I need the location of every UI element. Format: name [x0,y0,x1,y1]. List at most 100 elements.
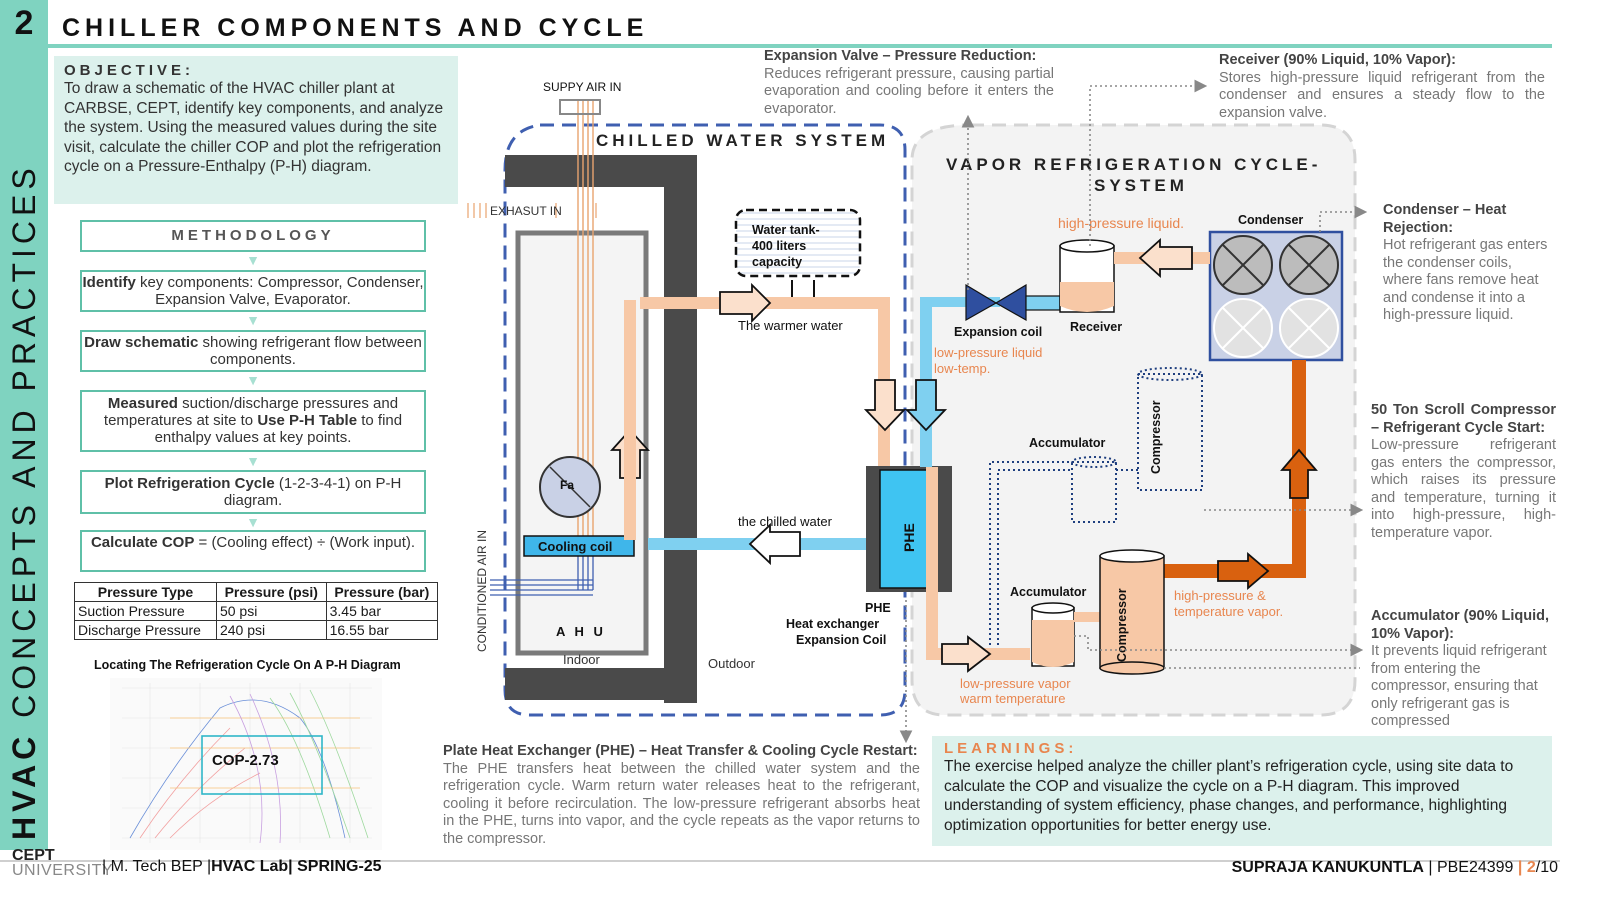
phe-heading: Plate Heat Exchanger (PHE) – Heat Transf… [443,743,918,759]
method-step-2-bold: Draw schematic [84,334,199,351]
method-step-1: Identify key components: Compressor, Con… [80,270,426,312]
method-step-5-bold: Calculate COP [90,534,195,551]
objective-panel: OBJECTIVE: To draw a schematic of the HV… [54,56,458,204]
footer-author-block: SUPRAJA KANUKUNTLA | PBE24399 | 2/10 [1231,859,1558,876]
table-cell: 240 psi [215,620,327,640]
low-pressure-vapor-label-1: low-pressure vapor [960,676,1071,691]
compressor-ghost-label: Compressor [1149,400,1163,474]
phe-label-1: PHE [865,601,891,615]
supply-air-duct [559,99,601,115]
warm-water-riser [624,300,636,540]
low-pressure-liquid-label-1: low-pressure liquid [934,345,1042,360]
learnings-text: The exercise helped analyze the chiller … [944,758,1514,834]
compressor-heading: 50 Ton Scroll Compressor – Refrigerant C… [1371,402,1556,436]
vapor-return-arrow-icon [941,635,992,673]
supply-air-label: SUPPY AIR IN [543,80,621,94]
title-divider [48,44,1552,48]
expansion-coil-label: Expansion coil [954,325,1042,339]
accumulator-ghost [1071,461,1117,523]
expansion-valve-note: Expansion Valve – Pressure Reduction:Red… [764,48,1054,118]
objective-text: To draw a schematic of the HVAC chiller … [64,80,444,175]
method-step-4: Plot Refrigeration Cycle (1-2-3-4-1) on … [80,470,426,514]
phe-text: The PHE transfers heat between the chill… [443,760,920,847]
water-tank-label-1: Water tank- [752,223,820,237]
water-tank-label-2: 400 liters [752,239,806,253]
learnings-panel: LEARNINGS: The exercise helped analyze t… [932,736,1552,846]
warmer-water-label: The warmer water [738,318,843,333]
compressor-note: 50 Ton Scroll Compressor – Refrigerant C… [1371,402,1556,542]
ph-diagram-caption: Locating The Refrigeration Cycle On A P-… [94,658,401,672]
cooling-coil-label: Cooling coil [538,539,612,554]
flow-arrow-icon: ▼ [246,312,260,328]
logo-bottom: UNIVERSITY [12,862,114,879]
chilled-water-arrow-icon [748,522,801,566]
hot-gas-arrow-icon [1280,448,1318,499]
table-cell: 16.55 bar [325,620,439,640]
low-pressure-liquid-label-2: low-temp. [934,361,990,376]
building-wall [664,155,697,703]
method-step-3-bold2: Use P-H Table [257,412,358,429]
compressor-unit [1099,555,1165,669]
flow-arrow-icon: ▼ [246,514,260,530]
condenser-fan-icon [1213,298,1339,358]
phe-label-3: Expansion Coil [796,633,886,647]
receiver-label: Receiver [1070,320,1122,334]
flow-arrow-icon: ▼ [246,252,260,268]
exhaust-label: EXHASUT IN [490,204,562,218]
chilled-water-system-label: CHILLED WATER SYSTEM [596,131,889,150]
fan-label: Fa [560,478,574,492]
footer-divider [0,860,1560,862]
warm-water-arrow-icon [719,282,772,324]
low-pressure-vapor-label-2: warm temperature [959,691,1065,706]
conditioned-air-label: CONDITIONED AIR IN [475,530,489,652]
water-tank-label-3: capacity [752,255,802,269]
expansion-valve-text: Reduces refrigerant pressure, causing pa… [764,65,1054,117]
vapor-cycle-label-line1: VAPOR REFRIGERATION CYCLE- [946,155,1321,174]
compressor-ghost [1137,373,1203,491]
condenser-fan-icon [1213,235,1339,295]
learnings-heading: LEARNINGS: [944,740,1078,757]
table-header-row: Pressure Type Pressure (psi) Pressure (b… [74,582,439,602]
footer-id: PBE24399 [1436,859,1514,876]
phe-note: Plate Heat Exchanger (PHE) – Heat Transf… [443,743,920,848]
vapor-flow-arrow-icon [1217,552,1270,590]
receiver-text: Stores high-pressure liquid refrigerant … [1219,69,1545,121]
logo-top: CEPT [12,847,55,864]
footer-page-total: /10 [1535,859,1558,876]
method-step-4-text: (1-2-3-4-1) on P-H diagram. [223,475,402,509]
table-header: Pressure (psi) [215,582,327,602]
table-header: Pressure (bar) [325,582,439,602]
indoor-label: Indoor [563,652,601,667]
flow-arrow-icon: ▼ [246,372,260,388]
condenser-label: Condenser [1238,213,1303,227]
flow-arrow-icon: ▼ [246,453,260,469]
cooling-coil [523,535,635,557]
accumulator-text: It prevents liquid refrigerant from ente… [1371,643,1547,729]
condenser-text: Hot refrigerant gas enters the condenser… [1383,237,1548,323]
method-step-3-text2: to find enthalpy values at key points. [154,412,403,446]
building-floor [505,668,697,700]
expansion-valve-icon [965,283,998,322]
table-cell: 50 psi [215,601,327,621]
methodology-heading: METHODOLOGY [80,220,426,252]
condenser-heading: Condenser – Heat Rejection: [1383,202,1507,236]
high-pressure-liquid-label: high-pressure liquid. [1058,215,1184,231]
method-step-3-bold: Measured [107,395,178,412]
low-pressure-vapor-pipe [926,467,938,657]
accumulator-ghost-label: Accumulator [1029,436,1106,450]
method-step-4-bold: Plot Refrigeration Cycle [104,475,275,492]
ph-diagram: COP-2.73 [110,678,382,850]
accumulator-label: Accumulator [1010,585,1087,599]
compressor-label: Compressor [1115,588,1129,662]
footer-term: SPRING-25 [297,858,382,875]
pressure-table: Pressure Type Pressure (psi) Pressure (b… [74,582,439,640]
liquid-flow-arrow-icon [1138,237,1193,279]
compressor-text: Low-pressure refrigerant gas enters the … [1371,437,1556,541]
footer-lab: HVAC Lab [211,858,289,875]
phe-core-label: PHE [901,523,917,552]
method-step-3-text: suction/discharge pressures and temperat… [103,395,399,429]
footer-page-current: 2 [1526,859,1536,876]
method-step-2-text: showing refrigerant flow between compone… [198,334,422,368]
accumulator-heading: Accumulator (90% Liquid, 10% Vapor): [1371,608,1550,642]
table-row: Discharge Pressure 240 psi 16.55 bar [74,620,439,640]
